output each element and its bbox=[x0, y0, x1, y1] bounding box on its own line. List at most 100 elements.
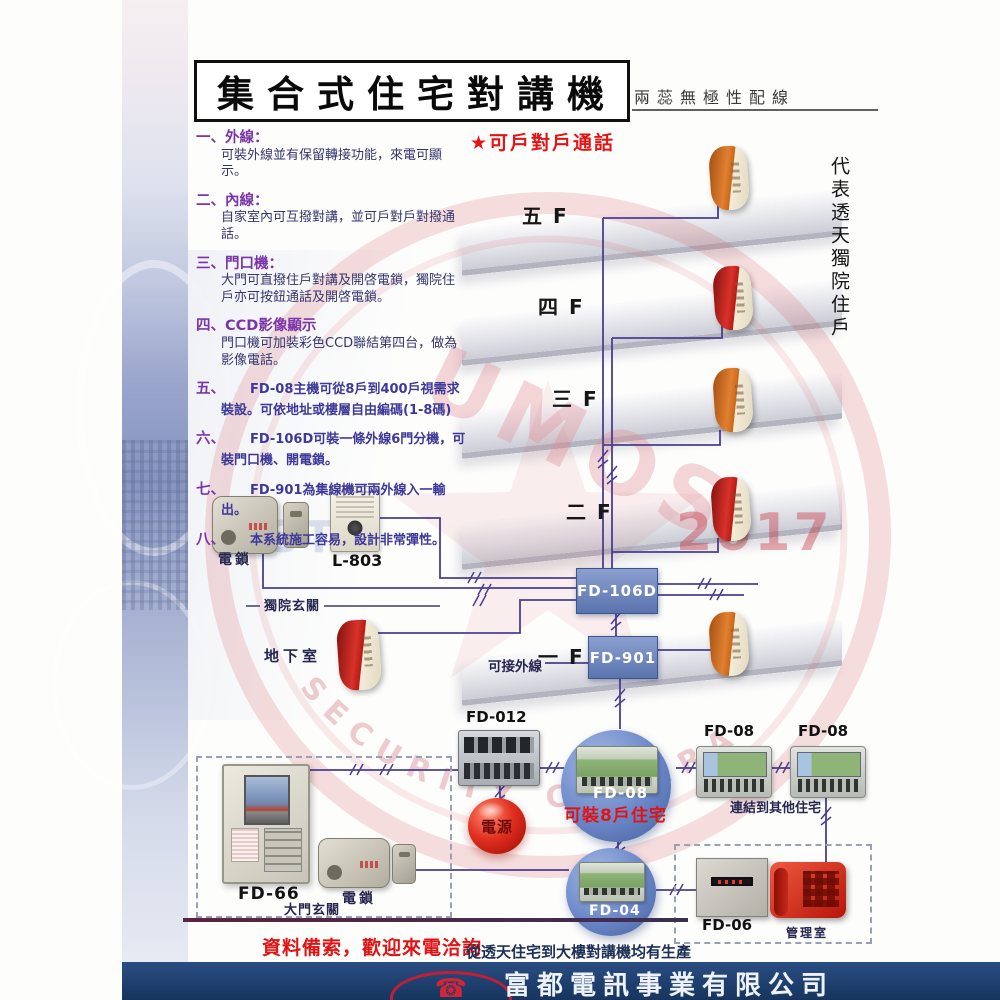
feature-body: 自家室內可互撥對講，並可戶對戶對撥通話。 bbox=[221, 210, 456, 242]
l803-label: L-803 bbox=[332, 551, 383, 570]
footer-divider-rule bbox=[183, 918, 688, 922]
fd08-module1-device bbox=[696, 746, 772, 798]
fd012-device bbox=[458, 730, 540, 786]
feature-body: FD-901為集線機可兩外線入一輸出。 bbox=[221, 482, 446, 519]
gate-entrance-label: 大門玄關 bbox=[284, 903, 341, 918]
fd04-node bbox=[566, 848, 656, 936]
intercom-phone-2f bbox=[709, 475, 753, 543]
gate-entrance-dashed-box bbox=[196, 756, 452, 918]
company-banner: ☎ 富都電訊事業有限公司 bbox=[122, 962, 1000, 1000]
basement-intercom-phone bbox=[335, 618, 383, 692]
intercom-phone-4f bbox=[711, 264, 755, 332]
fd08-hub-node bbox=[561, 730, 671, 842]
feature-number: 三、 bbox=[196, 255, 225, 272]
feature-item-7: 七、FD-901為集線機可兩外線入一輸出。 bbox=[196, 479, 466, 520]
wire-break-marks bbox=[349, 449, 832, 896]
detached-entrance-label: 獨院玄關 bbox=[264, 599, 321, 614]
floor-label-3f: 三 F bbox=[552, 387, 599, 411]
fd04-label: FD-04 bbox=[589, 903, 641, 919]
feature-number: 八、 bbox=[196, 531, 225, 548]
phone-handset bbox=[774, 868, 788, 916]
entrance-leader-line bbox=[246, 605, 260, 607]
feature-number: 六、 bbox=[196, 431, 225, 448]
lock-strike-plate-bottom bbox=[392, 844, 416, 884]
watermark-year-text: 2017 bbox=[676, 503, 833, 563]
photo-arc-decoration bbox=[52, 580, 212, 790]
fd04-circuit-board bbox=[579, 862, 645, 902]
fd66-label: FD-66 bbox=[238, 884, 300, 904]
management-room-label: 管理室 bbox=[786, 926, 829, 940]
feature-body: 可裝外線並有保留轉接功能，來電可顯示。 bbox=[221, 147, 443, 180]
unit-to-unit-call-note: ★可戶對戶通話 bbox=[470, 132, 616, 154]
floor-label-4f: 四 F bbox=[538, 295, 585, 319]
company-name: 富都電訊事業有限公司 bbox=[504, 971, 835, 1000]
link-other-homes-label: 連結到其他住宅 bbox=[730, 801, 822, 816]
fd901-box: FD-901 bbox=[588, 636, 658, 679]
feature-list: 一、外線： 可裝外線並有保留轉接功能，來電可顯示。 二、內線： 自家室內可互撥對… bbox=[196, 127, 466, 559]
building-photo-strip bbox=[52, 0, 232, 1000]
detached-house-side-note: 代表透天獨院住戶 bbox=[828, 156, 850, 340]
lock-top-label: 電鎖 bbox=[218, 552, 252, 568]
subtitle: 兩蕊無極性配線 bbox=[634, 88, 796, 107]
feature-body: 門口機可加裝彩色CCD聯結第四台，做為影像電話。 bbox=[221, 335, 458, 368]
feature-heading: CCD影像顯示 bbox=[225, 318, 317, 335]
feature-item-6: 六、FD-106D可裝一條外線6門分機，可裝門口機、開電鎖。 bbox=[196, 428, 466, 469]
feature-heading: 門口機： bbox=[225, 255, 283, 272]
power-supply-ball: 電源 bbox=[468, 798, 526, 854]
electric-lock-device-bottom bbox=[318, 838, 390, 888]
page-title: 集合式住宅對講機 bbox=[217, 73, 617, 116]
fd06-label: FD-06 bbox=[702, 916, 753, 934]
title-box: 集合式住宅對講機 bbox=[194, 60, 630, 122]
feature-heading: 外線： bbox=[225, 130, 269, 146]
floor-label-5f: 五 F bbox=[522, 204, 569, 228]
floor-label-1f: 一 F bbox=[538, 645, 585, 669]
outside-line-label: 可接外線 bbox=[488, 659, 542, 675]
intercom-phone-1f bbox=[707, 610, 751, 678]
lock-bottom-label: 電鎖 bbox=[342, 891, 376, 907]
floor-label-2f: 二 F bbox=[566, 500, 613, 524]
feature-item-3: 三、門口機： 大門可直撥住戶對講及開啓電鎖，獨院住戶亦可按鈕通話及開啓電鎖。 bbox=[196, 253, 466, 307]
fd06-device bbox=[696, 858, 768, 917]
fd66-screen bbox=[244, 775, 290, 825]
feature-item-1: 一、外線： 可裝外線並有保留轉接功能，來電可顯示。 bbox=[196, 127, 466, 181]
l803-door-station-device bbox=[330, 486, 380, 552]
management-desk-phone bbox=[770, 862, 846, 918]
entrance-leader-line bbox=[324, 605, 440, 607]
fd08-module2-label: FD-08 bbox=[798, 722, 849, 740]
feature-item-5: 五、FD-08主機可從8戶到400戶視需求裝設。可依地址或樓層自由編碼(1-8碼… bbox=[196, 378, 466, 419]
feature-number: 四、 bbox=[196, 318, 225, 335]
production-range-text: 從透天住宅到大樓對講機均有生產 bbox=[466, 943, 692, 961]
fd66-keypad bbox=[264, 828, 302, 872]
contact-invitation-text: 資料備索，歡迎來電洽詢 bbox=[262, 937, 483, 959]
fd66-door-station-device bbox=[222, 764, 310, 884]
feature-item-8: 八、 本系統施工容易，設計非常彈性。 bbox=[196, 529, 466, 550]
feature-number: 二、 bbox=[196, 192, 225, 209]
subtitle-underline bbox=[632, 109, 878, 111]
fd106d-box: FD-106D bbox=[576, 568, 658, 614]
feature-number: 七、 bbox=[196, 481, 225, 498]
intercom-phone-5f bbox=[707, 144, 751, 212]
fd08-module1-label: FD-08 bbox=[704, 722, 755, 740]
fd012-label: FD-012 bbox=[466, 708, 527, 726]
company-logo: ☎ bbox=[390, 971, 512, 1000]
management-room-dashed-box bbox=[674, 844, 872, 944]
phone-logo-icon: ☎ bbox=[434, 974, 468, 1000]
feature-heading: 內線： bbox=[225, 192, 269, 209]
phone-keypad bbox=[803, 871, 839, 907]
feature-number: 一、 bbox=[196, 130, 225, 146]
feature-item-4: 四、CCD影像顯示 門口機可加裝彩色CCD聯結第四台，做為影像電話。 bbox=[196, 315, 466, 369]
fd08-circuit-board bbox=[576, 746, 658, 794]
fd08-module2-device bbox=[790, 746, 866, 798]
feature-body: 本系統施工容易，設計非常彈性。 bbox=[250, 532, 446, 548]
fd08-capacity-note: 可裝8戶住宅 bbox=[564, 806, 667, 826]
fd66-speaker-grille bbox=[231, 828, 259, 862]
feature-body: FD-106D可裝一條外線6門分機，可裝門口機、開電鎖。 bbox=[221, 432, 466, 469]
fd08-hub-label: FD-08 bbox=[593, 784, 649, 802]
fd06-led-digits bbox=[718, 879, 746, 884]
basement-label: 地下室 bbox=[264, 647, 322, 665]
intercom-phone-3f bbox=[711, 366, 755, 434]
feature-body: 大門可直撥住戶對講及開啓電鎖，獨院住戶亦可按鈕通話及開啓電鎖。 bbox=[221, 273, 456, 305]
photo-windows-texture bbox=[122, 440, 188, 610]
